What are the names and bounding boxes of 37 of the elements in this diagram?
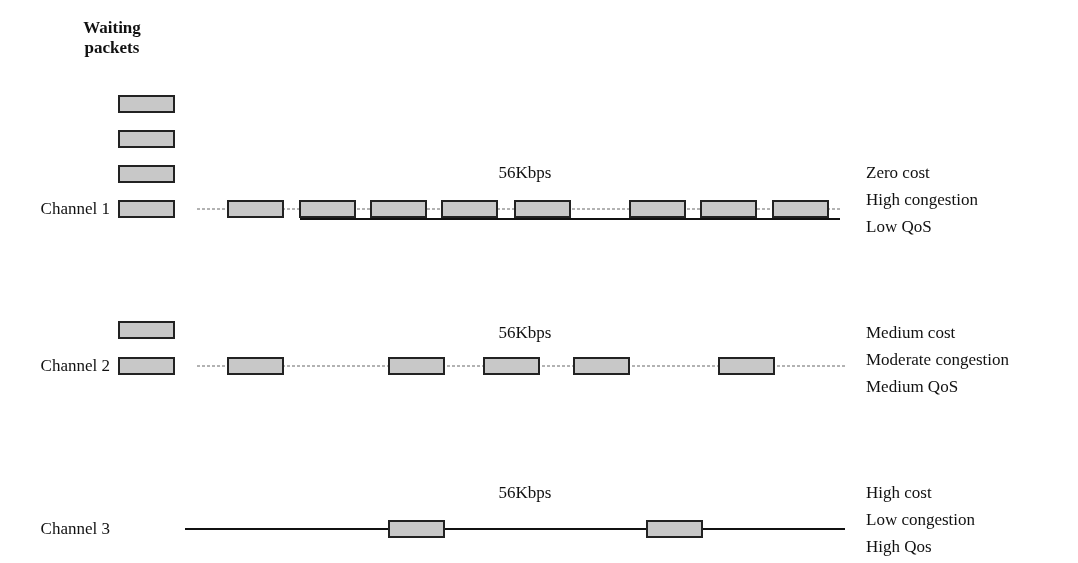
heading-text: Waiting packets xyxy=(82,18,142,58)
bandwidth-label: 56Kbps xyxy=(498,483,552,503)
packet-box xyxy=(299,200,356,218)
packet-box xyxy=(629,200,686,218)
channel-label: Channel 1 xyxy=(39,199,110,219)
packet-box xyxy=(718,357,775,375)
packet-box xyxy=(118,321,175,339)
packet-box xyxy=(388,520,445,538)
packet-box xyxy=(118,200,175,218)
packet-box xyxy=(118,95,175,113)
packet-box xyxy=(118,130,175,148)
packet-box xyxy=(227,357,284,375)
qos-label: Low QoS xyxy=(866,217,932,237)
packet-box xyxy=(772,200,829,218)
channel-label: Channel 3 xyxy=(39,519,110,539)
packet-box xyxy=(646,520,703,538)
bandwidth-label: 56Kbps xyxy=(498,323,552,343)
packet-box xyxy=(483,357,540,375)
congestion-label: Low congestion xyxy=(866,510,976,530)
congestion-label: Moderate congestion xyxy=(866,350,1010,370)
packet-box xyxy=(227,200,284,218)
cost-label: High cost xyxy=(866,483,932,503)
cost-label: Medium cost xyxy=(866,323,956,343)
packet-box xyxy=(700,200,757,218)
packet-box xyxy=(573,357,630,375)
packet-box xyxy=(441,200,498,218)
qos-label: High Qos xyxy=(866,537,932,557)
packet-box xyxy=(118,357,175,375)
bandwidth-label: 56Kbps xyxy=(498,163,552,183)
channel-label: Channel 2 xyxy=(39,356,110,376)
cost-label: Zero cost xyxy=(866,163,930,183)
packet-box xyxy=(388,357,445,375)
qos-label: Medium QoS xyxy=(866,377,959,397)
packet-box xyxy=(514,200,571,218)
congestion-label: High congestion xyxy=(866,190,978,210)
packet-box xyxy=(370,200,427,218)
packet-box xyxy=(118,165,175,183)
